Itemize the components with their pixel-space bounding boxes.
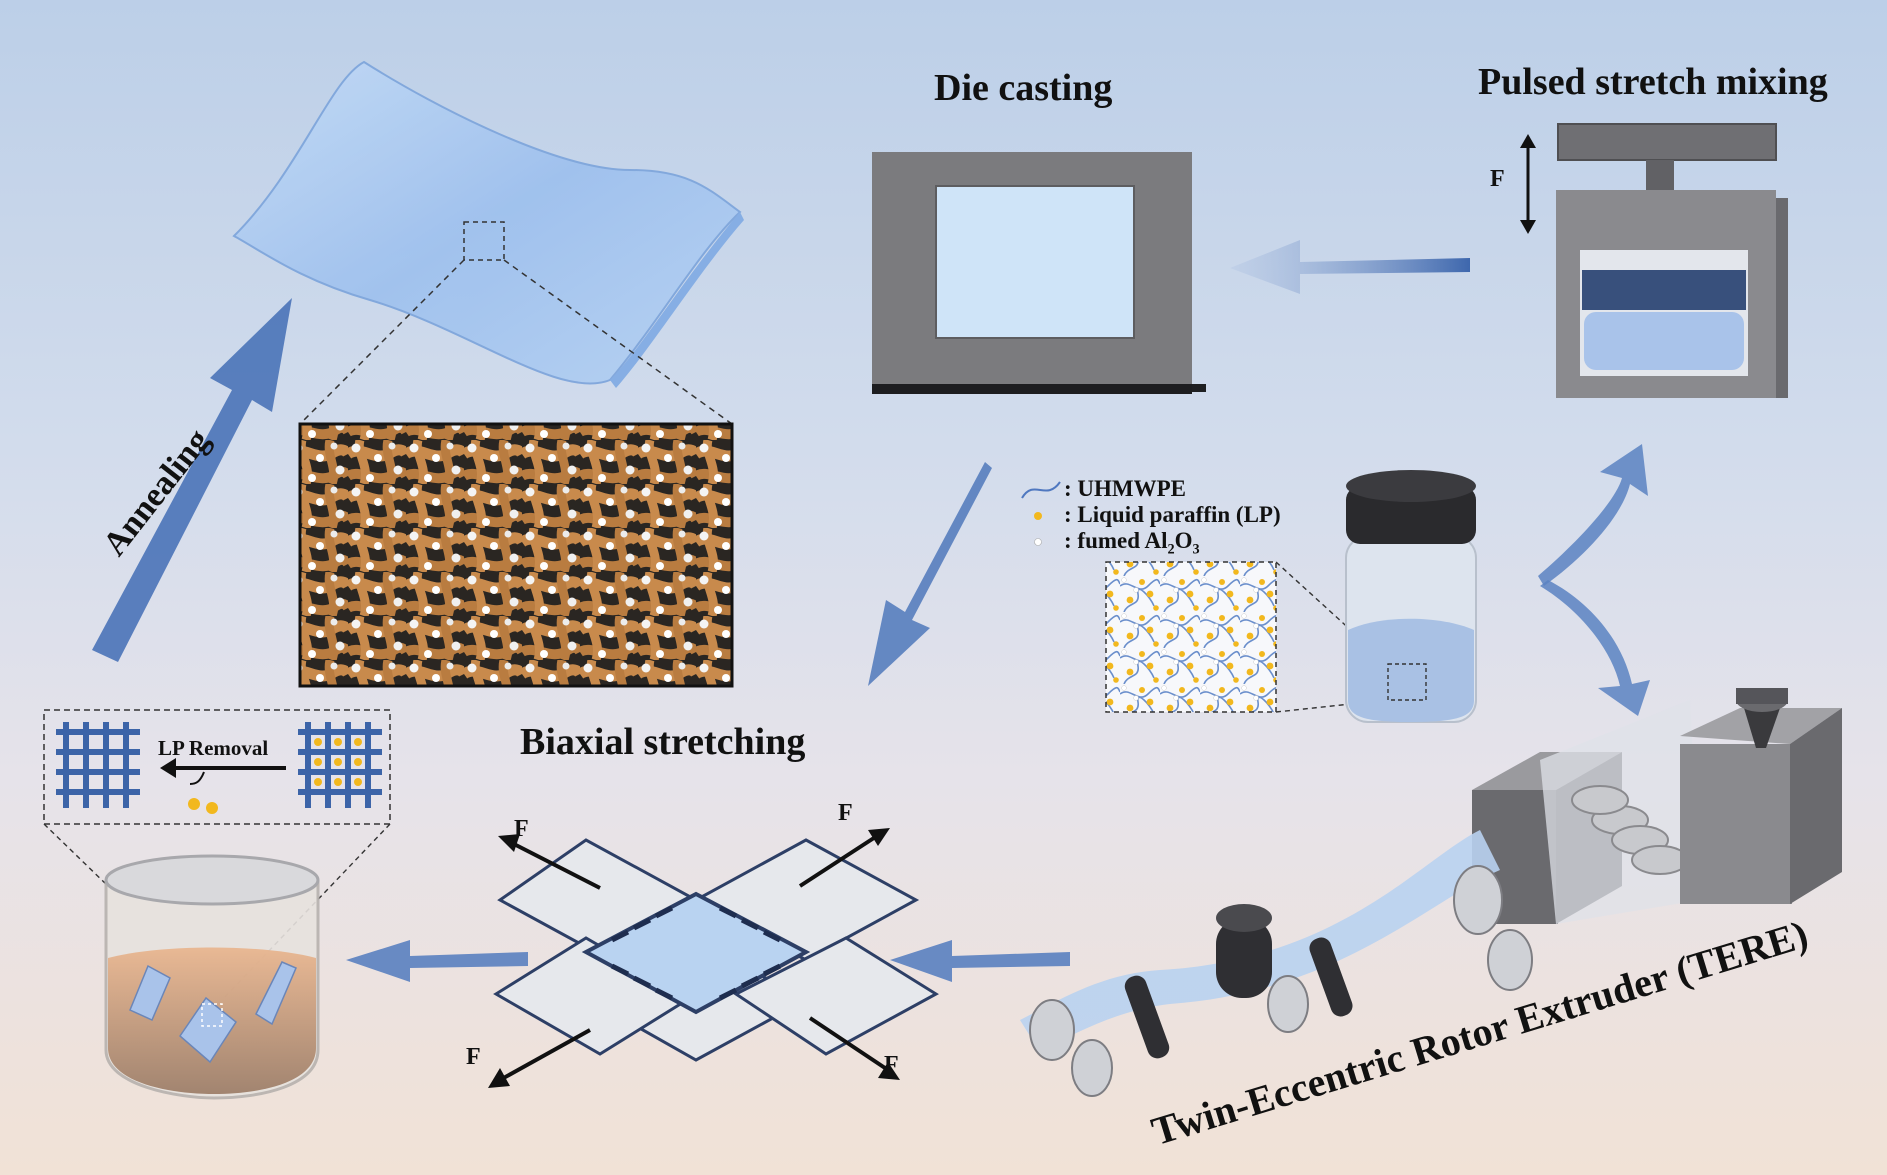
- press-device: [1520, 123, 1788, 398]
- annealed-film: [232, 60, 744, 425]
- microstructure-inset: [298, 422, 734, 688]
- force-arrow-icon: [1520, 220, 1536, 234]
- dispersion-inset: [1105, 561, 1389, 713]
- uhmwpe-legend-icon: [1021, 481, 1061, 499]
- lp-removal-arrow-icon: [160, 758, 176, 778]
- beaker: [104, 854, 320, 1100]
- flow-arrow-icon: [1538, 444, 1648, 586]
- force-arrow-icon: [1520, 134, 1536, 148]
- force-arrow-icon: [488, 1068, 510, 1088]
- legend-liquid-paraffin: : Liquid paraffin (LP): [1064, 502, 1281, 527]
- paraffin-legend-icon: [1034, 512, 1042, 520]
- force-arrow-icon: [498, 834, 520, 852]
- lp-removal-label: LP Removal: [158, 736, 269, 760]
- flow-arrow-icon: [890, 940, 1070, 982]
- mesh-with-lp: [298, 722, 382, 808]
- biaxial-stretching-frame: [488, 828, 939, 1088]
- force-arrow-icon: [878, 1062, 900, 1080]
- legend-fumed-alumina: : fumed Al2O3: [1064, 528, 1200, 558]
- flow-arrow-icon: [1230, 240, 1470, 294]
- step-biaxial-stretching-label: Biaxial stretching: [520, 721, 806, 763]
- force-arrow-icon: [868, 828, 890, 846]
- force-label-bottom-left: F: [466, 1044, 481, 1070]
- force-label-top-right: F: [838, 800, 853, 826]
- twin-eccentric-rotor-extruder: [1020, 688, 1842, 1097]
- force-label-top-left: F: [514, 816, 529, 842]
- mesh-without-lp: [56, 722, 140, 808]
- flow-arrow-icon: [1540, 580, 1650, 716]
- vial: [1345, 470, 1477, 723]
- flow-arrow-icon: [868, 462, 992, 686]
- flow-arrow-icon: [92, 298, 292, 662]
- force-label-bottom-right: F: [884, 1052, 899, 1078]
- flow-arrow-icon: [346, 940, 528, 982]
- step-pulsed-stretch-mixing-label: Pulsed stretch mixing: [1478, 61, 1828, 103]
- legend-uhmwpe: : UHMWPE: [1064, 476, 1187, 501]
- lp-removal-inset: [43, 709, 391, 1001]
- force-label-press: F: [1490, 166, 1505, 192]
- die-casting-mold: [872, 152, 1206, 394]
- alumina-legend-icon: [1034, 538, 1042, 546]
- step-die-casting-label: Die casting: [934, 67, 1113, 109]
